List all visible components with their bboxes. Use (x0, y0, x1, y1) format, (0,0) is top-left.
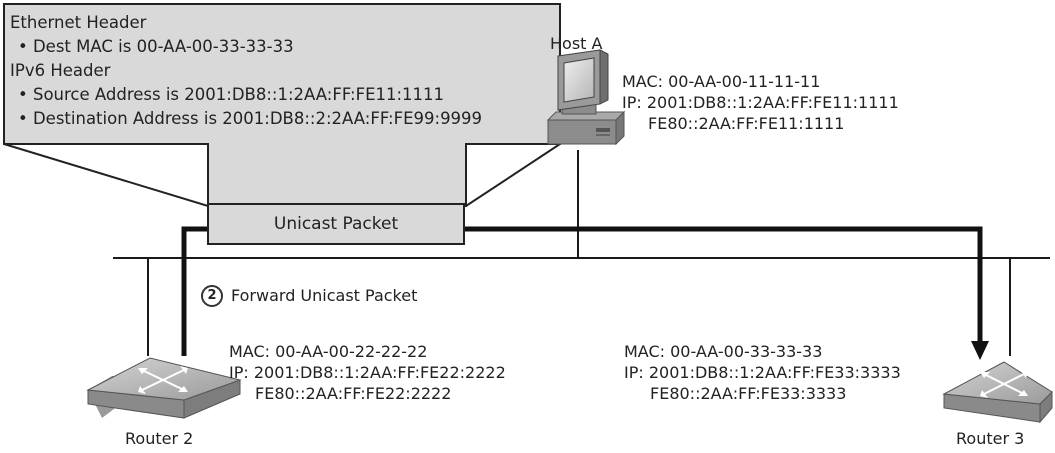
host-a-info: MAC: 00-AA-00-11-11-11 IP: 2001:DB8::1:2… (622, 71, 899, 134)
router-3-mac: MAC: 00-AA-00-33-33-33 (624, 342, 823, 361)
destination-address-line: • Destination Address is 2001:DB8::2:2AA… (18, 109, 483, 128)
forward-path-arrow (181, 226, 983, 356)
host-a-mac: MAC: 00-AA-00-11-11-11 (622, 72, 821, 91)
router-2-info: MAC: 00-AA-00-22-22-22 IP: 2001:DB8::1:2… (229, 341, 506, 404)
dest-mac-line: • Dest MAC is 00-AA-00-33-33-33 (18, 37, 294, 56)
source-address-line: • Source Address is 2001:DB8::1:2AA:FF:F… (18, 85, 445, 104)
router-2-mac: MAC: 00-AA-00-22-22-22 (229, 342, 428, 361)
router-3-info: MAC: 00-AA-00-33-33-33 IP: 2001:DB8::1:2… (624, 341, 901, 404)
router-3-ip: IP: 2001:DB8::1:2AA:FF:FE33:3333 (624, 363, 901, 382)
step-number-badge: 2 (201, 285, 223, 307)
router-2-icon (86, 357, 242, 419)
unicast-packet-box (207, 203, 465, 245)
router-3-name: Router 3 (956, 429, 1025, 448)
ethernet-header-title: Ethernet Header (10, 13, 147, 32)
host-a-ip: IP: 2001:DB8::1:2AA:FF:FE11:1111 (622, 93, 899, 112)
router-3-link-local: FE80::2AA:FF:FE33:3333 (650, 384, 847, 403)
router-3-icon (942, 361, 1053, 424)
host-a-computer-icon (546, 49, 626, 146)
host-a-link-local: FE80::2AA:FF:FE11:1111 (648, 114, 845, 133)
host-a-name: Host A (550, 34, 603, 53)
router-2-ip: IP: 2001:DB8::1:2AA:FF:FE22:2222 (229, 363, 506, 382)
arrowhead-icon (971, 341, 989, 360)
router-2-link-local: FE80::2AA:FF:FE22:2222 (255, 384, 452, 403)
router-2-name: Router 2 (125, 429, 194, 448)
packet-header-details: Ethernet Header • Dest MAC is 00-AA-00-3… (10, 11, 482, 131)
ipv6-header-title: IPv6 Header (10, 61, 111, 80)
step-label: Forward Unicast Packet (231, 286, 418, 305)
unicast-packet-label: Unicast Packet (273, 214, 399, 234)
